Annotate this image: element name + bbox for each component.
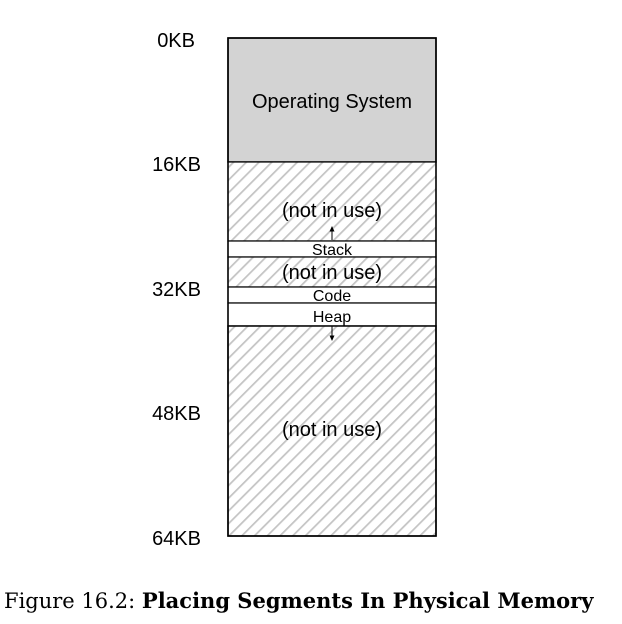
os-label: Operating System <box>252 91 412 113</box>
stack-growth-arrow <box>329 226 335 240</box>
address-label-0kb: 0KB <box>157 30 195 52</box>
heap-label: Heap <box>313 309 351 326</box>
heap-growth-arrow <box>329 326 335 341</box>
free-label-top: (not in use) <box>282 200 382 222</box>
memory-frame <box>227 37 437 537</box>
free-label-bottom: (not in use) <box>282 419 382 441</box>
address-label-64kb: 64KB <box>152 528 201 550</box>
caption-prefix: Figure 16.2: <box>4 589 142 613</box>
address-label-16kb: 16KB <box>152 154 201 176</box>
free-label-middle: (not in use) <box>282 262 382 284</box>
os-region <box>227 37 437 163</box>
stack-label: Stack <box>312 242 353 259</box>
caption-title: Placing Segments In Physical Memory <box>141 588 594 613</box>
figure-caption: Figure 16.2: Placing Segments In Physica… <box>4 588 618 613</box>
address-label-32kb: 32KB <box>152 279 201 301</box>
free-region-middle <box>227 256 437 288</box>
code-label: Code <box>313 288 351 305</box>
address-label-48kb: 48KB <box>152 403 201 425</box>
physical-memory-diagram: 0KB 16KB 32KB 48KB 64KB Operating System… <box>152 30 437 550</box>
